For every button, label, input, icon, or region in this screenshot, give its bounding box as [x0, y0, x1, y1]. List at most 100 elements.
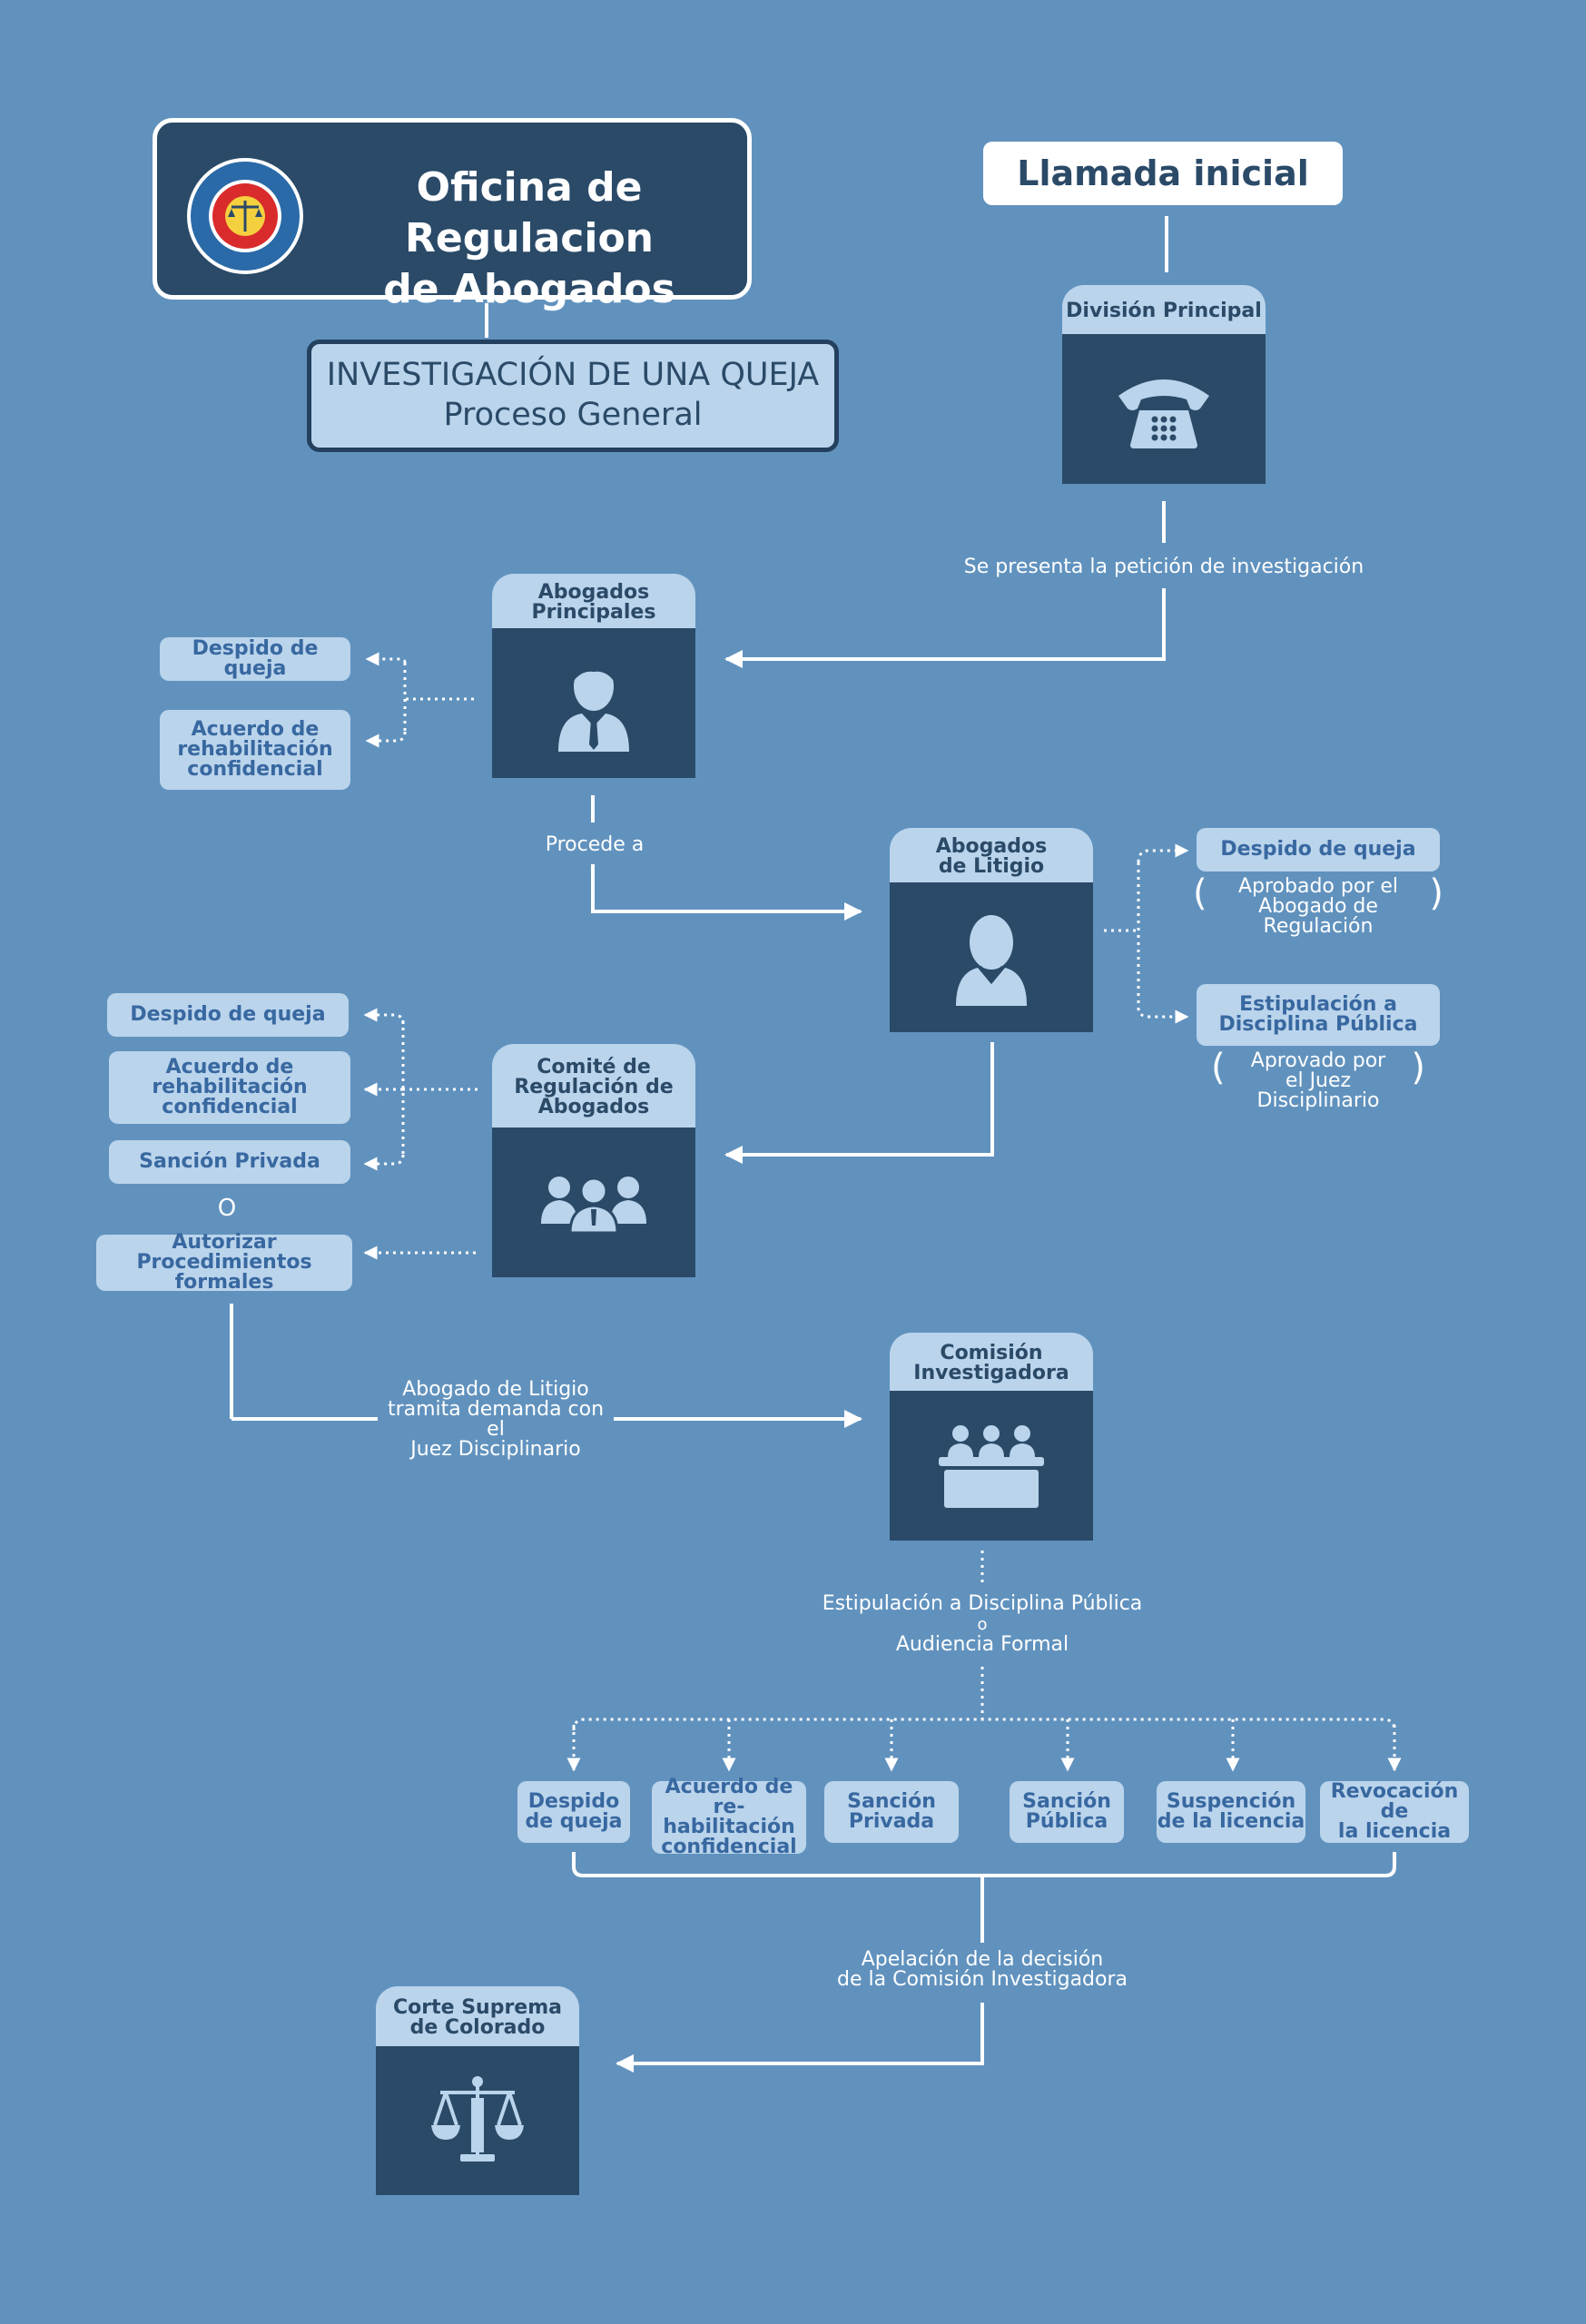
- node-comite-title: Comité de Regulación de Abogados: [492, 1044, 695, 1128]
- node-principales-title-line2: Principales: [531, 601, 656, 624]
- apel-line1: Apelación de la decisión: [861, 1948, 1104, 1971]
- node-abogados-principales: Abogados Principales: [492, 574, 695, 778]
- principales-acuerdo-line3: confidencial: [187, 758, 323, 781]
- litigio-estip-line1: Estipulación a: [1239, 993, 1397, 1016]
- connector-label-peticion: Se presenta la petición de investigación: [963, 556, 1364, 578]
- node-comision-title-line2: Investigadora: [913, 1362, 1069, 1384]
- litigio-despido-note-line1: Aprobado por el: [1237, 875, 1398, 898]
- node-principales-title-line1: Abogados: [537, 581, 650, 604]
- comite-acuerdo-line3: confidencial: [162, 1096, 298, 1118]
- paren-open: (: [1211, 1047, 1226, 1088]
- final-outcome-line1: Acuerdo de re-: [665, 1776, 793, 1818]
- connector-label-procede: Procede a: [545, 833, 645, 856]
- final-outcome-line2: habilitación: [663, 1816, 795, 1838]
- final-outcome-line1: Sanción: [1022, 1790, 1111, 1813]
- comite-outcome-despido: Despido de queja: [107, 993, 349, 1037]
- start-call-box: Llamada inicial: [983, 142, 1343, 205]
- node-corte-suprema: Corte Suprema de Colorado: [376, 1986, 579, 2195]
- estip-line3: Audiencia Formal: [895, 1633, 1069, 1656]
- node-corte-title-line2: de Colorado: [409, 2016, 546, 2039]
- paren-open: (: [1193, 872, 1207, 914]
- office-title: Oficina de Regulacion de Abogados: [320, 162, 738, 315]
- node-division-title: División Principal: [1062, 285, 1266, 334]
- comite-outcome-acuerdo: Acuerdo de rehabilitación confidencial: [109, 1051, 350, 1124]
- litigio-estip-note-line1: Aprovado por: [1250, 1049, 1386, 1072]
- final-outcome-line3: confidencial: [661, 1836, 797, 1858]
- node-principales-body: [492, 628, 695, 778]
- group-icon: [541, 1176, 646, 1234]
- tramita-line2: tramita demanda con el: [387, 1398, 605, 1441]
- node-corte-body: [376, 2046, 579, 2195]
- connector-label-tramita: Abogado de Litigio tramita demanda con e…: [378, 1380, 614, 1460]
- office-title-line1: Oficina de Regulacion: [404, 164, 655, 261]
- node-comision-title: Comisión Investigadora: [890, 1333, 1093, 1391]
- comite-autorizar-line1: Autorizar: [172, 1231, 277, 1254]
- tramita-line3: Juez Disciplinario: [410, 1438, 581, 1461]
- office-title-line2: de Abogados: [383, 266, 675, 312]
- final-outcome-line2: Privada: [848, 1810, 935, 1833]
- litigio-despido-note-text: Aprobado por el Abogado de Regulación: [1207, 877, 1429, 937]
- litigio-estip-line2: Disciplina Pública: [1218, 1013, 1418, 1036]
- node-litigio-title-line2: de Litigio: [938, 855, 1045, 878]
- final-outcome: Sanción Pública: [1010, 1781, 1124, 1843]
- final-outcome: Suspención de la licencia: [1157, 1781, 1305, 1843]
- node-litigio-title: Abogados de Litigio: [890, 828, 1093, 882]
- apel-line2: de la Comisión Investigadora: [837, 1968, 1128, 1991]
- final-outcome: Despido de queja: [517, 1781, 630, 1843]
- litigio-estip-note: ( Aprovado por el Juez Disciplinario ): [1211, 1046, 1425, 1111]
- node-division-body: [1062, 334, 1266, 484]
- scales-icon: [431, 2076, 524, 2162]
- or-separator: O: [217, 1195, 237, 1222]
- litigio-outcome-despido: Despido de queja: [1197, 828, 1440, 872]
- node-comite-regulacion: Comité de Regulación de Abogados: [492, 1044, 695, 1277]
- paren-close: ): [1411, 1047, 1425, 1088]
- principales-outcome-despido: Despido de queja: [160, 637, 350, 681]
- litigio-estip-note-text: Aprovado por el Juez Disciplinario: [1224, 1051, 1413, 1111]
- node-comision-body: [890, 1391, 1093, 1541]
- comite-acuerdo-line1: Acuerdo de: [165, 1056, 294, 1078]
- connector-label-apelacion: Apelación de la decisión de la Comisión …: [817, 1950, 1148, 1990]
- litigio-despido-note: ( Aprobado por el Abogado de Regulación …: [1193, 872, 1443, 937]
- node-litigio-body: [890, 882, 1093, 1032]
- estip-line1: Estipulación a Disciplina Pública: [822, 1592, 1143, 1615]
- node-comision-investigadora: Comisión Investigadora: [890, 1333, 1093, 1541]
- final-outcome: Sanción Privada: [824, 1781, 959, 1843]
- subtitle-line2: Proceso General: [443, 397, 703, 433]
- node-principales-title: Abogados Principales: [492, 574, 695, 628]
- paren-close: ): [1429, 872, 1443, 914]
- final-outcome-line1: Revocación de: [1330, 1780, 1459, 1823]
- litigio-despido-note-line2: Abogado de Regulación: [1258, 895, 1378, 938]
- principales-acuerdo-line1: Acuerdo de: [191, 718, 320, 741]
- node-comite-title-line2: Regulación de: [514, 1076, 674, 1098]
- node-comite-title-line3: Abogados: [537, 1096, 650, 1118]
- node-comite-body: [492, 1128, 695, 1277]
- node-division-principal: División Principal: [1062, 285, 1266, 484]
- node-abogados-litigio: Abogados de Litigio: [890, 828, 1093, 1032]
- principales-outcome-acuerdo: Acuerdo de rehabilitación confidencial: [160, 710, 350, 790]
- final-outcome-line2: de queja: [525, 1810, 623, 1833]
- comite-acuerdo-line2: rehabilitación: [152, 1076, 308, 1098]
- final-outcome-line2: Pública: [1025, 1810, 1108, 1833]
- final-outcome-line2: de la licencia: [1157, 1810, 1305, 1833]
- telephone-icon: [1118, 379, 1209, 448]
- node-comite-title-line1: Comité de: [537, 1056, 651, 1078]
- final-outcome-line1: Sanción: [847, 1790, 936, 1813]
- office-title-box: Oficina de Regulacion de Abogados: [153, 118, 752, 312]
- panel-icon: [939, 1424, 1044, 1508]
- tramita-line1: Abogado de Litigio: [402, 1378, 589, 1401]
- comite-autorizar-line2: Procedimientos formales: [136, 1251, 312, 1294]
- person-icon: [956, 914, 1027, 1006]
- litigio-outcome-estipulacion: Estipulación a Disciplina Pública: [1197, 984, 1440, 1046]
- subtitle-line1: INVESTIGACIÓN DE UNA QUEJA: [326, 357, 820, 393]
- node-litigio-title-line1: Abogados: [935, 835, 1048, 858]
- litigio-estip-note-line2: el Juez Disciplinario: [1256, 1069, 1380, 1112]
- final-outcome: Acuerdo de re- habilitación confidencial: [652, 1777, 806, 1858]
- person-icon: [558, 660, 629, 752]
- process-subtitle-box: INVESTIGACIÓN DE UNA QUEJA Proceso Gener…: [307, 340, 839, 452]
- final-outcome: Revocación de la licencia: [1320, 1781, 1469, 1843]
- final-outcome-line1: Despido: [527, 1790, 620, 1813]
- comite-outcome-autorizar: Autorizar Procedimientos formales: [96, 1231, 352, 1294]
- node-corte-title: Corte Suprema de Colorado: [376, 1986, 579, 2046]
- estip-line2: o: [977, 1615, 988, 1634]
